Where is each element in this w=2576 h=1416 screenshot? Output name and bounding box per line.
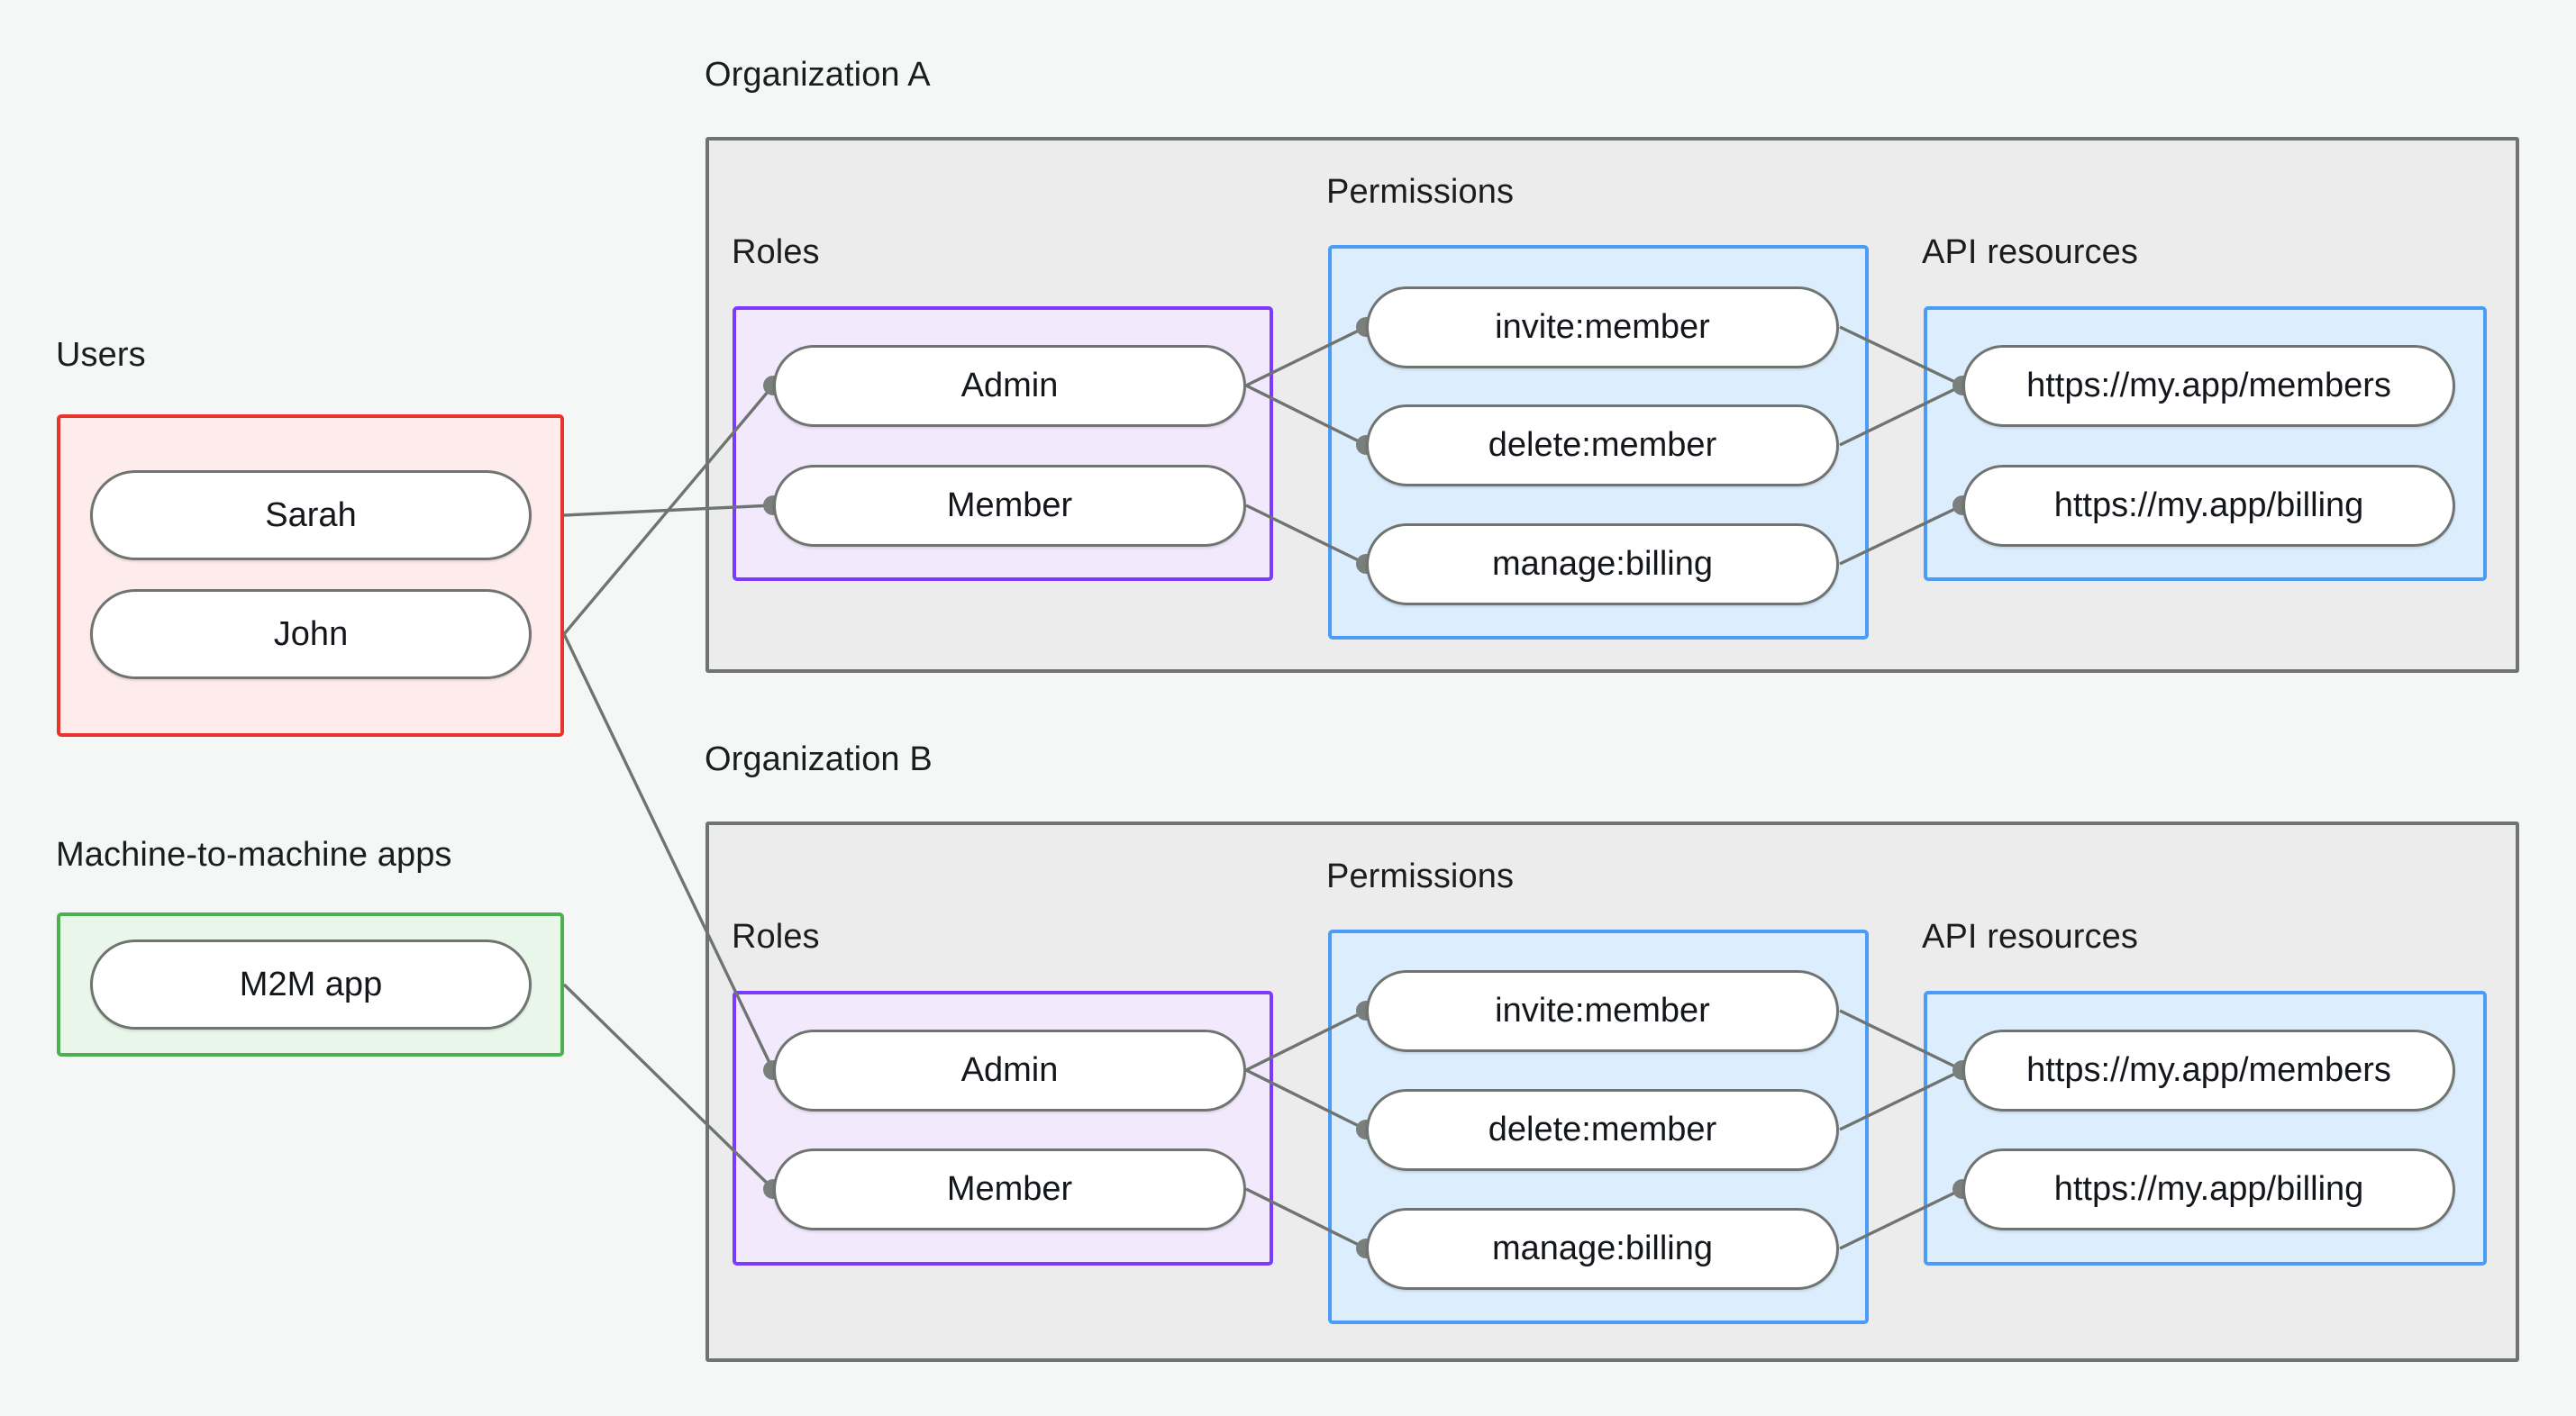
organization-b-roles-label: Roles [732,918,820,956]
m2m-group-label: Machine-to-machine apps [56,836,452,874]
organization-a-api-pill-members[interactable]: https://my.app/members [1962,345,2455,427]
api-pill-label: https://my.app/members [2026,367,2391,404]
role-pill-label: Member [946,486,1073,524]
api-pill-label: https://my.app/billing [2053,1170,2364,1208]
organization-b-permission-pill-invite-member[interactable]: invite:member [1366,970,1839,1052]
user-pill-sarah[interactable]: Sarah [90,470,532,560]
users-group-label: Users [56,336,146,374]
organization-a-permissions-label: Permissions [1326,173,1515,211]
organization-a-permission-pill-manage-billing[interactable]: manage:billing [1366,523,1839,605]
user-pill-label: Sarah [265,495,357,534]
users-group [57,414,564,737]
organization-b-permissions-label: Permissions [1326,858,1515,895]
user-pill-label: John [273,614,349,653]
permission-pill-label: invite:member [1495,992,1710,1030]
organization-a-permission-pill-invite-member[interactable]: invite:member [1366,286,1839,368]
organization-a-role-pill-admin[interactable]: Admin [773,345,1246,427]
organization-a-label: Organization A [705,56,931,94]
organization-a-role-pill-member[interactable]: Member [773,465,1246,547]
organization-b-label: Organization B [705,740,933,778]
permission-pill-label: manage:billing [1491,1230,1714,1267]
api-pill-label: https://my.app/billing [2053,486,2364,524]
permission-pill-label: delete:member [1488,1111,1717,1148]
organization-b-permission-pill-delete-member[interactable]: delete:member [1366,1089,1839,1171]
api-pill-label: https://my.app/members [2026,1051,2391,1089]
organization-b-api-resources-label: API resources [1922,918,2138,956]
organization-a-permission-pill-delete-member[interactable]: delete:member [1366,404,1839,486]
role-pill-label: Member [946,1170,1073,1208]
role-pill-label: Admin [960,1051,1059,1089]
organization-a-api-resources-label: API resources [1922,233,2138,271]
organization-b-api-pill-billing[interactable]: https://my.app/billing [1962,1148,2455,1230]
user-pill-john[interactable]: John [90,589,532,679]
permission-pill-label: manage:billing [1491,545,1714,583]
organization-b-permission-pill-manage-billing[interactable]: manage:billing [1366,1208,1839,1290]
m2m-pill-app[interactable]: M2M app [90,939,532,1030]
role-pill-label: Admin [960,367,1059,404]
organization-b-role-pill-member[interactable]: Member [773,1148,1246,1230]
m2m-pill-label: M2M app [239,965,383,1003]
permission-pill-label: invite:member [1495,308,1710,346]
organization-b-api-pill-members[interactable]: https://my.app/members [1962,1030,2455,1112]
organization-b-role-pill-admin[interactable]: Admin [773,1030,1246,1112]
permission-pill-label: delete:member [1488,426,1717,464]
organization-a-api-pill-billing[interactable]: https://my.app/billing [1962,465,2455,547]
organization-a-roles-label: Roles [732,233,820,271]
